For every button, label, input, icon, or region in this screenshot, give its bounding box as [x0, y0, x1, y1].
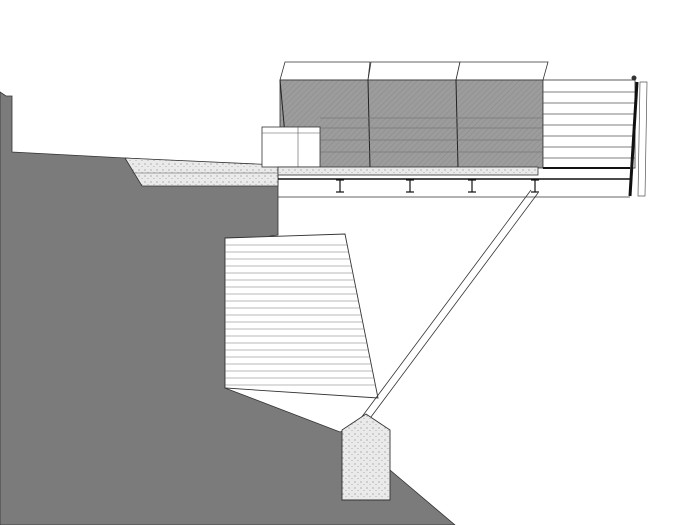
deck: [277, 166, 630, 198]
glazing-panels: [279, 61, 549, 169]
bench-box: [261, 126, 321, 168]
diagonal-strut: [360, 189, 539, 422]
footing: [341, 413, 391, 501]
retaining-wall: [224, 233, 379, 399]
railing-frame: [628, 75, 648, 197]
gravel-fill: [124, 157, 279, 187]
louvers: [542, 79, 636, 169]
